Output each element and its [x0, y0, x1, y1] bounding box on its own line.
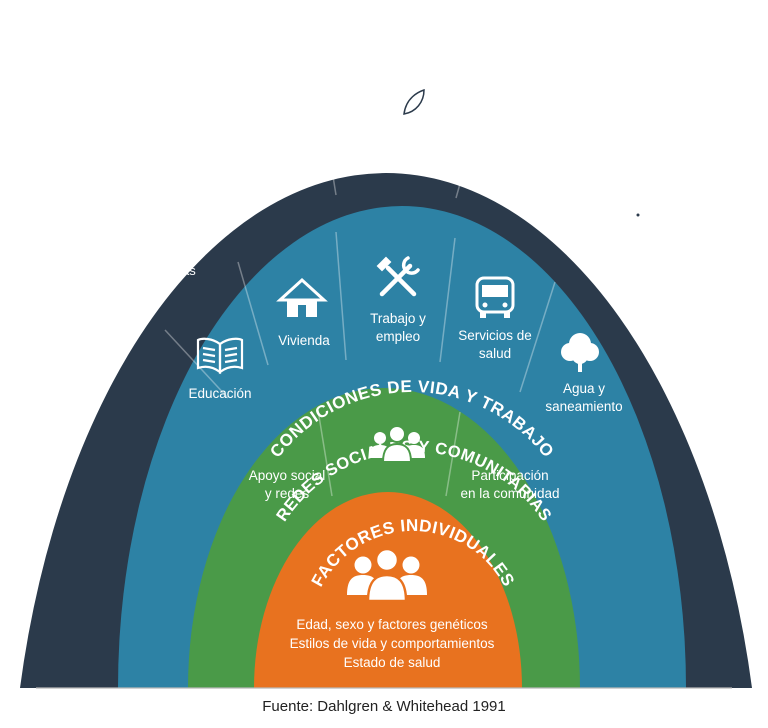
item-label: empleo: [376, 329, 420, 344]
book-icon: [196, 337, 244, 375]
outer-item-values: Valores culturales: [228, 106, 287, 193]
item-label: Desarrollo: [507, 160, 569, 175]
item-label: en la comunidad: [460, 486, 559, 501]
tree-icon: [561, 333, 599, 372]
item-label: económico: [505, 178, 570, 193]
dove-icon: [627, 197, 672, 237]
item-label: y redes: [265, 486, 310, 501]
house-icon: [276, 277, 328, 317]
outer-dividers: [199, 69, 597, 236]
item-label: política: [639, 286, 682, 301]
people-group-icon: [369, 425, 425, 463]
scales-icon: [228, 106, 284, 148]
social-item-participation: Participación en la comunidad: [460, 468, 559, 501]
middle-item-education: Educación: [188, 337, 252, 401]
item-label: Participación: [471, 468, 548, 483]
people-group-icon: [347, 547, 427, 603]
individual-line: Edad, sexo y factores genéticos: [296, 617, 488, 632]
item-label: Servicios de: [458, 328, 532, 343]
item-label: Apoyo social: [249, 468, 326, 483]
middle-item-health-services: Servicios de salud: [458, 276, 532, 361]
tools-icon: [376, 256, 420, 297]
individual-line: Estado de salud: [344, 655, 441, 670]
item-label: macroeconómicas: [90, 263, 196, 278]
item-label: ambientales: [364, 146, 437, 161]
item-label: Valores: [236, 160, 281, 175]
bus-icon: [475, 276, 515, 318]
item-label: Paz y: [643, 250, 677, 265]
middle-item-water: Agua y saneamiento: [545, 333, 623, 414]
outer-item-policies: Políticas macroeconómicas: [90, 193, 196, 278]
social-dividers: [317, 409, 461, 497]
social-item-group: [369, 425, 425, 463]
middle-item-housing: Vivienda: [276, 277, 330, 348]
individual-factors: Edad, sexo y factores genéticos Estilos …: [290, 547, 495, 670]
item-label: Agua y: [563, 381, 605, 396]
outer-item-economy: Desarrollo económico: [505, 103, 571, 193]
item-label: saneamiento: [545, 399, 622, 414]
item-label: salud: [479, 346, 511, 361]
individual-line: Estilos de vida y comportamientos: [290, 636, 495, 651]
item-label: Condiciones: [363, 128, 438, 143]
item-label: estabilidad: [628, 268, 693, 283]
item-label: Trabajo y: [370, 311, 426, 326]
middle-dividers: [164, 231, 556, 399]
source-caption: Fuente: Dahlgren & Whitehead 1991: [262, 698, 506, 715]
item-label: Vivienda: [278, 333, 330, 348]
outer-item-environment: Condiciones ambientales: [363, 71, 438, 161]
growth-chart-icon: [516, 103, 560, 149]
outer-item-peace: Paz y estabilidad política: [627, 197, 693, 301]
item-label: Políticas: [118, 246, 168, 261]
building-columns-icon: [121, 193, 165, 235]
item-label: culturales: [229, 178, 287, 193]
middle-item-work: Trabajo y empleo: [370, 256, 426, 344]
social-item-support: Apoyo social y redes: [249, 468, 326, 501]
globe-leaf-icon: [377, 71, 425, 115]
item-label: Educación: [188, 386, 251, 401]
